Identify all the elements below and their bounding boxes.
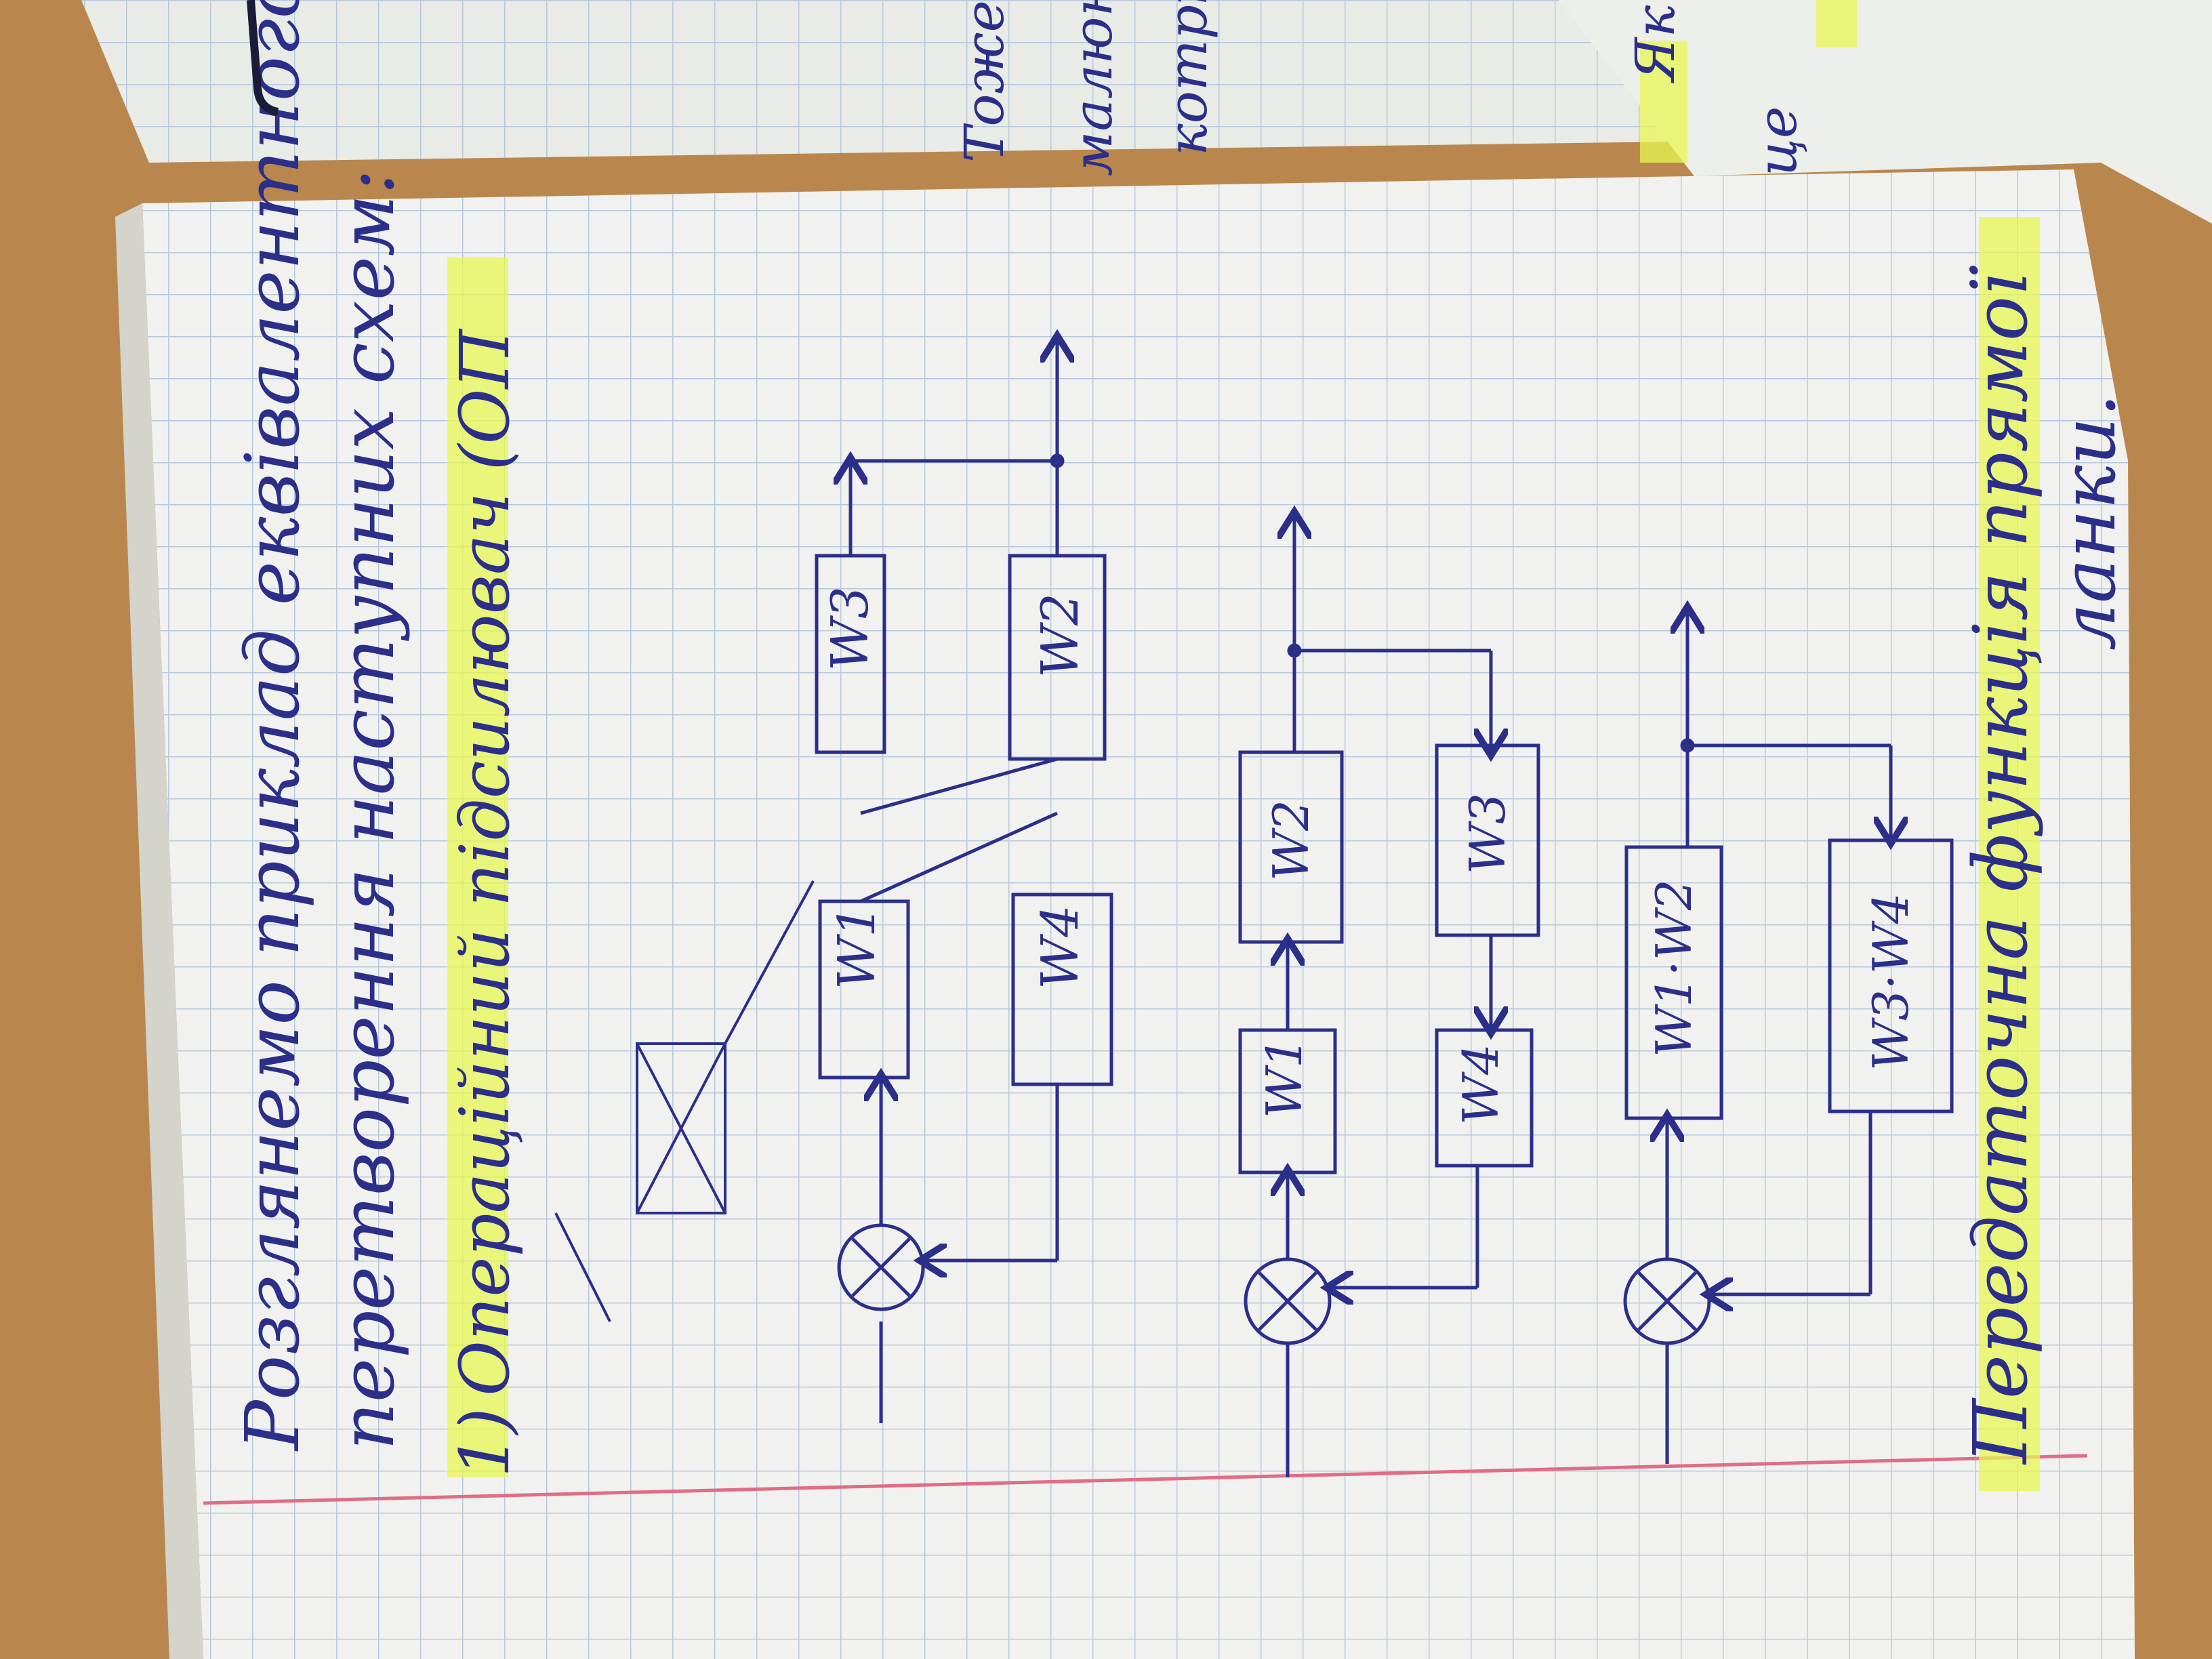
right-heading: Як <box>1624 5 1687 83</box>
bottom-line-1: Передаточна функція прямої <box>1957 265 2044 1465</box>
block-w4 <box>1011 893 1113 1086</box>
block-w2-label: W2 <box>1030 593 1090 678</box>
block-w4-label: W4 <box>1030 905 1090 989</box>
highlight-item-1 <box>447 258 508 1477</box>
block-w1-label: W1 <box>827 905 886 989</box>
block-w3-label: W3 <box>1459 793 1516 874</box>
heading-line-1: Розглянемо приклад еквівалентного <box>229 0 316 1452</box>
block-w1-label: W1 <box>1256 1037 1313 1118</box>
block-w3w4-label: W3·W4 <box>1862 893 1919 1071</box>
block-w4-label: W4 <box>1452 1044 1509 1125</box>
diagram-2 <box>1238 515 1540 1477</box>
highlight-right <box>1640 41 1687 163</box>
item-marker: 1) <box>445 1408 525 1477</box>
bottom-line-2: ланки. <box>2045 393 2132 651</box>
item-line-1: Операційний підсилювач (ОП <box>445 328 525 1396</box>
block-w4 <box>1435 1028 1534 1168</box>
pen-stroke <box>247 0 279 116</box>
margin-line <box>203 1454 2088 1505</box>
block-w3 <box>1435 743 1540 937</box>
block-w3-label: W3 <box>820 586 880 671</box>
block-w3w4 <box>1828 838 1954 1113</box>
right-word-2: малюн <box>1061 0 1124 176</box>
block-w1w2 <box>1624 845 1723 1120</box>
right-partial: це <box>1746 106 1809 176</box>
block-w2-label: W2 <box>1263 800 1319 881</box>
heading-line-2: перетворення наступних схем: <box>324 169 411 1450</box>
block-w1w2-label: W1·W2 <box>1645 879 1702 1057</box>
highlight-bottom <box>1979 217 2040 1491</box>
right-word-1: Тоже <box>953 0 1016 163</box>
block-w2 <box>1238 750 1344 944</box>
right-page <box>1559 0 2212 224</box>
diagram-1 <box>815 339 1113 1423</box>
right-word-3: котрі <box>1156 0 1219 156</box>
diagram-3 <box>1623 610 1954 1464</box>
crossed-box <box>554 880 815 1322</box>
